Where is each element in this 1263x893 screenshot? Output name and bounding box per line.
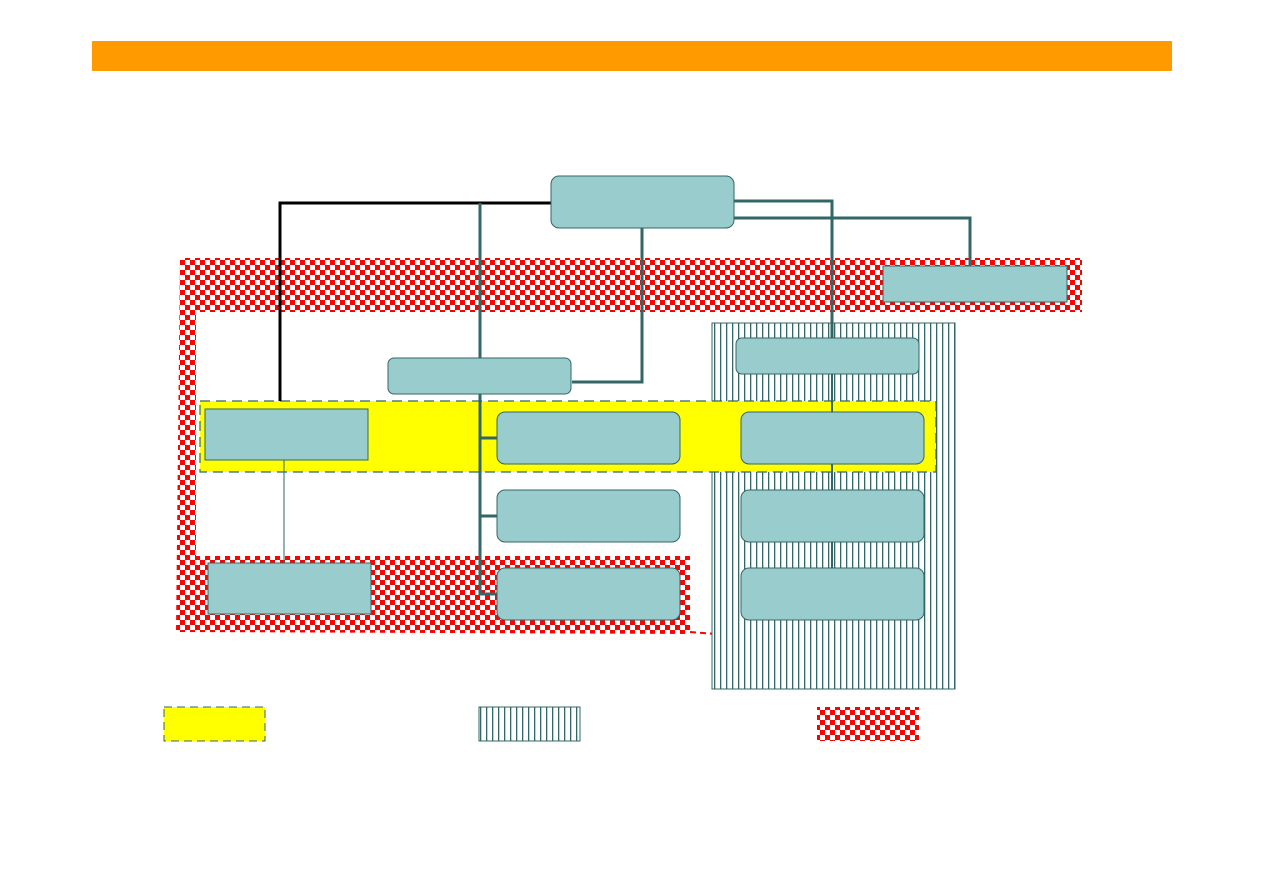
node-center-2 [496,489,681,543]
header-bar [92,41,1172,71]
node-row-center [496,411,681,465]
connector-top-top-right [734,216,972,266]
connector-center-trunk [478,394,497,596]
node-row-left [204,408,369,461]
node-right-upper [735,337,920,375]
legend-swatch-yellow [163,706,266,742]
node-mid-left [387,357,572,395]
node-row-right [740,411,925,465]
node-right-2 [740,489,925,543]
node-right-3 [740,567,925,621]
legend-swatch-stripes [478,706,581,742]
node-top [550,175,735,229]
connector-top-right-upper [734,199,834,338]
connector-top-down [572,228,644,384]
connector-top-row-left [278,201,551,401]
legend-swatch-checker [817,707,919,741]
node-bottom-left [207,562,372,615]
connectors [278,199,972,596]
legend [163,706,919,742]
node-top-right [882,265,1068,303]
node-center-3 [496,567,681,621]
